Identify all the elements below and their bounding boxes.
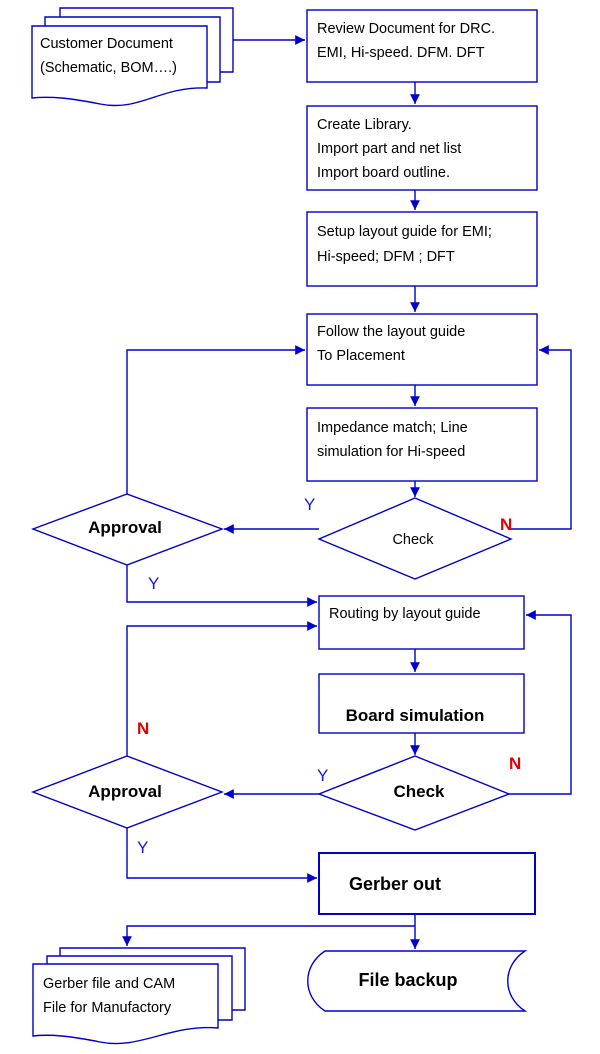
follow-layout-line-1: Follow the layout guide (317, 324, 465, 340)
impedance-match-box (306, 407, 538, 482)
customer-document-shape (31, 7, 234, 107)
check-2-no-label: N (509, 754, 521, 773)
follow-layout-box (306, 313, 538, 386)
approval-1-yes-label: Y (148, 574, 159, 593)
follow-layout-line-2: To Placement (317, 348, 405, 364)
create-library-line-1: Create Library. (317, 117, 412, 133)
gerber-file-line-1: Gerber file and CAM (43, 976, 175, 992)
gerber-file-shape (32, 947, 246, 1045)
check-2-yes-label: Y (317, 766, 328, 785)
gerber-file-line-2: File for Manufactory (43, 1000, 172, 1016)
check-1-label: Check (392, 532, 434, 548)
file-backup-label: File backup (358, 970, 457, 990)
check-1-diamond (317, 497, 513, 580)
review-document-line-1: Review Document for DRC. (317, 21, 495, 37)
create-library-box (306, 105, 538, 191)
review-document-line-2: EMI, Hi-speed. DFM. DFT (317, 45, 485, 61)
setup-layout-line-2: Hi-speed; DFM ; DFT (317, 249, 455, 265)
review-document-box (306, 9, 538, 83)
approval-1-label: Approval (88, 518, 162, 537)
connectors (122, 35, 572, 949)
file-backup-shape (307, 950, 528, 1012)
impedance-match-line-2: simulation for Hi-speed (317, 444, 465, 460)
routing-box (318, 595, 525, 650)
setup-layout-line-1: Setup layout guide for EMI; (317, 224, 492, 240)
customer-document-line-2: (Schematic, BOM….) (40, 60, 177, 76)
approval-2-label: Approval (88, 782, 162, 801)
check-2-diamond (317, 755, 511, 831)
customer-document-line-1: Customer Document (40, 36, 173, 52)
check-1-yes-label: Y (304, 495, 315, 514)
routing-label: Routing by layout guide (329, 606, 481, 622)
impedance-match-line-1: Impedance match; Line (317, 420, 468, 436)
approval-2-yes-label: Y (137, 838, 148, 857)
gerber-out-box (318, 852, 536, 915)
create-library-line-3: Import board outline. (317, 165, 450, 181)
check-1-no-label: N (500, 515, 512, 534)
create-library-line-2: Import part and net list (317, 141, 461, 157)
setup-layout-box (306, 211, 538, 287)
approval-2-no-label: N (137, 719, 149, 738)
board-simulation-label: Board simulation (346, 706, 485, 725)
gerber-out-label: Gerber out (349, 874, 441, 894)
check-2-label: Check (393, 782, 445, 801)
board-simulation-box (318, 673, 525, 734)
